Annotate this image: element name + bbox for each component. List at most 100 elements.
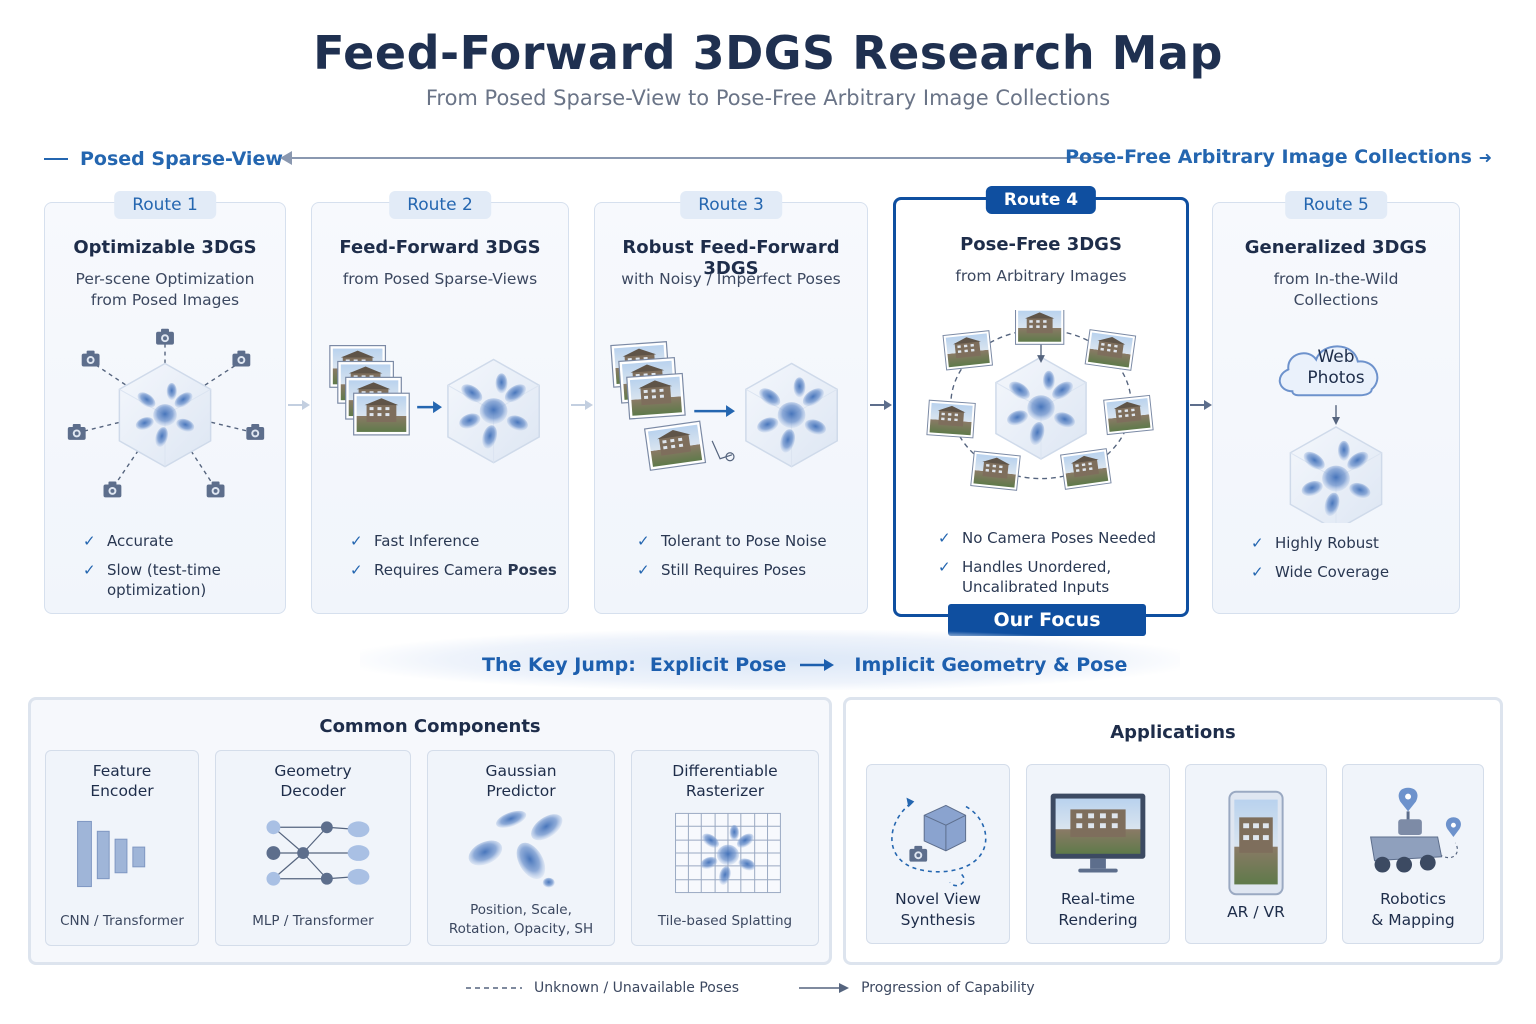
route-subtitle-line: from Arbitrary Images [955, 267, 1127, 285]
key-jump: The Key Jump: Explicit Pose Implicit Geo… [482, 654, 1127, 676]
camera-icon [103, 481, 122, 498]
check-icon: ✓ [83, 532, 96, 550]
application-label-line: & Mapping [1371, 911, 1455, 929]
page-subtitle: From Posed Sparse-View to Pose-Free Arbi… [425, 86, 1111, 110]
route-badge: Route 3 [680, 191, 782, 219]
phone-icon [1228, 790, 1284, 896]
route-checks: ✓Fast Inference ✓Requires Camera Poses [350, 531, 560, 589]
check-text: Accurate [107, 532, 174, 550]
route-card-3: Route 3 Robust Feed-Forward 3DGS with No… [594, 191, 868, 614]
check-text: Highly Robust [1275, 534, 1379, 552]
map-pin-icon [1445, 817, 1461, 838]
page-title: Feed-Forward 3DGS Research Map [313, 26, 1223, 80]
route-badge: Route 4 [985, 186, 1097, 214]
route-subtitle-line: with Noisy / Imperfect Poses [621, 270, 841, 288]
check-text: Requires Camera Poses [374, 560, 557, 580]
check-text: Tolerant to Pose Noise [661, 532, 827, 550]
route-checks: ✓ Tolerant to Pose Noise ✓ Still Requires … [637, 531, 859, 589]
component-title-line: Predictor [486, 782, 556, 800]
check-icon: ✓ [637, 532, 650, 550]
application-label: AR / VR [1186, 902, 1326, 923]
cloud-label-line: Web [1317, 347, 1355, 367]
check-text-emphasis: Poses [507, 561, 557, 579]
arrow-right-icon [870, 400, 892, 410]
check-icon: ✓ [938, 529, 951, 547]
key-jump-to: Implicit Geometry & Pose [854, 654, 1128, 676]
component-footnote-line: Rotation, Opacity, SH [448, 921, 594, 937]
component-title-line: Geometry [274, 762, 352, 780]
component-title-line: Rasterizer [685, 782, 765, 800]
legend-dashed: Unknown / Unavailable Poses [466, 980, 739, 996]
robot-rover-icon [1370, 787, 1461, 873]
check-icon: ✓ [637, 561, 650, 579]
route-subtitle-line: Collections [1293, 291, 1379, 309]
arrow-right-icon [1190, 400, 1212, 410]
route-subtitle-line: Per-scene Optimization [75, 270, 255, 288]
gaussian-ellipses-icon [468, 810, 563, 888]
cloud-label-line: Photos [1307, 368, 1365, 388]
check-icon: ✓ [1251, 563, 1264, 581]
camera-icon [232, 350, 251, 367]
check-text: No Camera Poses Needed [962, 529, 1157, 547]
application-label-line: Robotics [1380, 890, 1446, 908]
panel-title: Applications [1110, 722, 1236, 743]
raster-grid-icon [675, 812, 781, 894]
route-subtitle: from Arbitrary Images [896, 266, 1186, 287]
component-footnote: MLP / Transformer [252, 913, 374, 929]
check-icon: ✓ [350, 561, 363, 579]
component-footnote: CNN / Transformer [60, 913, 184, 929]
component-title-line: Feature [92, 762, 152, 780]
route-card-4: Route 4 Pose-Free 3DGS from Arbitrary Im… [893, 186, 1189, 617]
legend: Unknown / Unavailable Poses Progression … [466, 980, 1035, 996]
route-card-2: Route 2 Feed-Forward 3DGS from Posed Spa… [311, 191, 569, 614]
map-pin-icon [1398, 787, 1418, 812]
novel-view-orbit-icon [891, 797, 987, 887]
arrow-right-icon: ➜ [1478, 148, 1492, 167]
arrow-right-icon [571, 400, 593, 410]
component-title-line: Encoder [90, 782, 154, 800]
camera-icon [156, 328, 174, 345]
route-checks: ✓Highly Robust ✓Wide Coverage [1251, 533, 1451, 591]
application-robotics-mapping: Robotics & Mapping [1342, 764, 1484, 944]
legend-solid: Progression of Capability [799, 980, 1035, 996]
route-checks: ✓Accurate ✓Slow (test-time optimization) [83, 531, 277, 609]
route-title: Optimizable 3DGS [73, 237, 257, 258]
route-card-1: Route 1 Optimizable 3DGS Per-scene Optim… [44, 191, 286, 614]
component-title-line: Differentiable [672, 762, 778, 780]
cloud-label: Web Photos [1213, 347, 1459, 389]
component-title-line: Gaussian [485, 762, 557, 780]
route-checks: ✓No Camera Poses Needed ✓Handles Unorder… [938, 528, 1178, 606]
route-badge: Route 2 [389, 191, 491, 219]
application-label-line: Real-time [1060, 890, 1136, 908]
check-icon: ✓ [1251, 534, 1264, 552]
application-label-line: AR / VR [1227, 903, 1285, 921]
check-text: optimization) [107, 581, 207, 599]
camera-icon [909, 845, 928, 862]
check-text: Uncalibrated Inputs [962, 578, 1110, 596]
check-text: Still Requires Poses [661, 561, 807, 579]
route-subtitle-line: from In-the-Wild [1273, 270, 1399, 288]
check-icon: ✓ [938, 558, 951, 576]
camera-icon [81, 350, 100, 367]
camera-icon [246, 423, 265, 440]
legend-solid-label: Progression of Capability [861, 980, 1035, 996]
spectrum-right-text: Pose-Free Arbitrary Image Collections [1065, 146, 1472, 168]
route-title: Pose-Free 3DGS [960, 234, 1122, 255]
component-footnote-line: Position, Scale, [470, 902, 572, 918]
route-badge: Route 5 [1285, 191, 1387, 219]
key-jump-from: Explicit Pose [649, 654, 787, 676]
route-title: Robust Feed-Forward 3DGS [622, 237, 840, 279]
spectrum-left-dash [44, 158, 68, 160]
application-label: Robotics & Mapping [1343, 889, 1483, 931]
panel-title: Common Components [319, 716, 541, 737]
route-title: Generalized 3DGS [1244, 237, 1428, 258]
